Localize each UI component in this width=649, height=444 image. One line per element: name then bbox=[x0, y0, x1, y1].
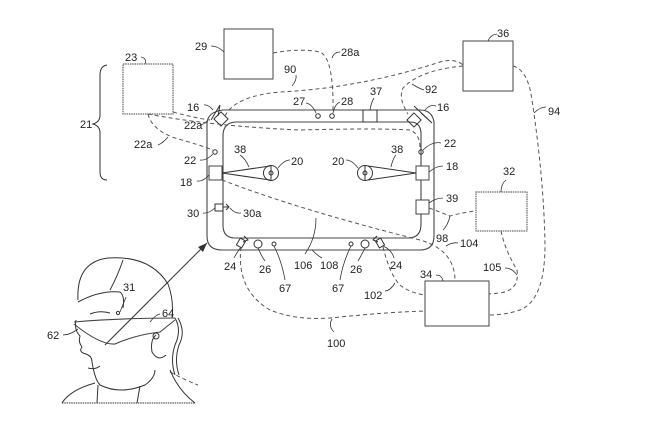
link-28a bbox=[272, 49, 334, 114]
label-38-right: 38 bbox=[391, 144, 403, 156]
lens-20-left bbox=[263, 165, 279, 181]
label-23: 23 bbox=[125, 52, 137, 64]
beam-38-left bbox=[221, 165, 271, 181]
camera-18-right bbox=[415, 165, 430, 181]
label-94: 94 bbox=[548, 106, 560, 118]
label-20-left: 20 bbox=[291, 156, 303, 168]
head-illustration bbox=[61, 257, 196, 404]
label-36: 36 bbox=[497, 28, 509, 40]
box-34 bbox=[424, 280, 490, 327]
label-105: 105 bbox=[483, 262, 501, 274]
label-34: 34 bbox=[420, 269, 432, 281]
label-16-left: 16 bbox=[187, 102, 199, 114]
label-102: 102 bbox=[364, 290, 382, 302]
label-24-left: 24 bbox=[224, 261, 236, 273]
label-26-right: 26 bbox=[350, 264, 362, 276]
headset-frame-inner bbox=[222, 121, 422, 239]
label-106: 106 bbox=[294, 260, 312, 272]
label-30a: 30a bbox=[243, 208, 262, 220]
box-36 bbox=[462, 40, 514, 92]
label-92: 92 bbox=[425, 84, 437, 96]
emitter-16-left bbox=[210, 104, 229, 127]
sensor-28 bbox=[329, 113, 335, 119]
emitter-24-left bbox=[235, 235, 249, 249]
element-37 bbox=[362, 109, 378, 123]
emitter-16-right bbox=[406, 105, 433, 128]
sensor-67-left bbox=[271, 241, 277, 247]
label-22a-upper: 22a bbox=[184, 120, 203, 132]
label-37: 37 bbox=[370, 86, 382, 98]
label-32: 32 bbox=[503, 166, 515, 178]
sensor-26-left bbox=[253, 239, 263, 249]
label-26-left: 26 bbox=[259, 264, 271, 276]
link-upper-cross bbox=[147, 113, 421, 149]
label-18-right: 18 bbox=[446, 161, 458, 173]
label-90: 90 bbox=[284, 64, 296, 76]
link-94 bbox=[488, 65, 546, 316]
element-30 bbox=[214, 203, 224, 212]
box-23 bbox=[122, 63, 174, 115]
box-29 bbox=[223, 28, 274, 80]
label-22-left: 22 bbox=[184, 155, 196, 167]
link-104 bbox=[221, 179, 456, 282]
label-28a: 28a bbox=[341, 47, 360, 59]
label-67-left: 67 bbox=[279, 283, 291, 295]
link-90 bbox=[224, 60, 464, 117]
camera-18-left bbox=[208, 165, 223, 181]
label-16-right: 16 bbox=[437, 102, 449, 114]
label-38-left: 38 bbox=[234, 144, 246, 156]
label-28: 28 bbox=[341, 96, 353, 108]
label-62: 62 bbox=[47, 330, 59, 342]
label-27: 27 bbox=[293, 96, 305, 108]
sensor-27 bbox=[315, 113, 321, 119]
sensor-22-left bbox=[212, 149, 218, 155]
link-head-cable bbox=[169, 371, 199, 386]
element-39 bbox=[415, 199, 430, 215]
sensor-67-right bbox=[348, 241, 354, 247]
sensor-26-right bbox=[360, 239, 370, 249]
arrow-head-icon bbox=[198, 243, 207, 252]
box-32 bbox=[475, 191, 528, 232]
label-104: 104 bbox=[460, 238, 478, 250]
label-100: 100 bbox=[327, 338, 345, 350]
label-64: 64 bbox=[162, 308, 174, 320]
label-20-right: 20 bbox=[332, 156, 344, 168]
link-22a-lower bbox=[147, 113, 214, 151]
lens-20-right bbox=[357, 165, 373, 181]
label-22a-lower: 22a bbox=[134, 139, 153, 151]
beam-38-right bbox=[367, 165, 417, 181]
label-22-right: 22 bbox=[444, 138, 456, 150]
pointer-arrow bbox=[104, 242, 208, 346]
label-29: 29 bbox=[195, 41, 207, 53]
system-brace bbox=[91, 64, 108, 181]
link-92 bbox=[400, 65, 464, 115]
label-30: 30 bbox=[187, 208, 199, 220]
sensor-22-right bbox=[418, 149, 424, 155]
emitter-24-right bbox=[372, 235, 386, 249]
link-105 bbox=[488, 230, 518, 295]
label-98: 98 bbox=[436, 233, 448, 245]
label-67-right: 67 bbox=[332, 283, 344, 295]
label-31: 31 bbox=[123, 282, 135, 294]
link-22a-upper bbox=[172, 111, 211, 121]
label-18-left: 18 bbox=[180, 177, 192, 189]
label-21: 21 bbox=[80, 119, 92, 131]
label-24-right: 24 bbox=[390, 260, 402, 272]
link-98 bbox=[428, 207, 477, 217]
label-39: 39 bbox=[446, 193, 458, 205]
headset-frame-outer bbox=[206, 109, 435, 251]
link-102 bbox=[382, 246, 426, 296]
label-108: 108 bbox=[320, 260, 338, 272]
